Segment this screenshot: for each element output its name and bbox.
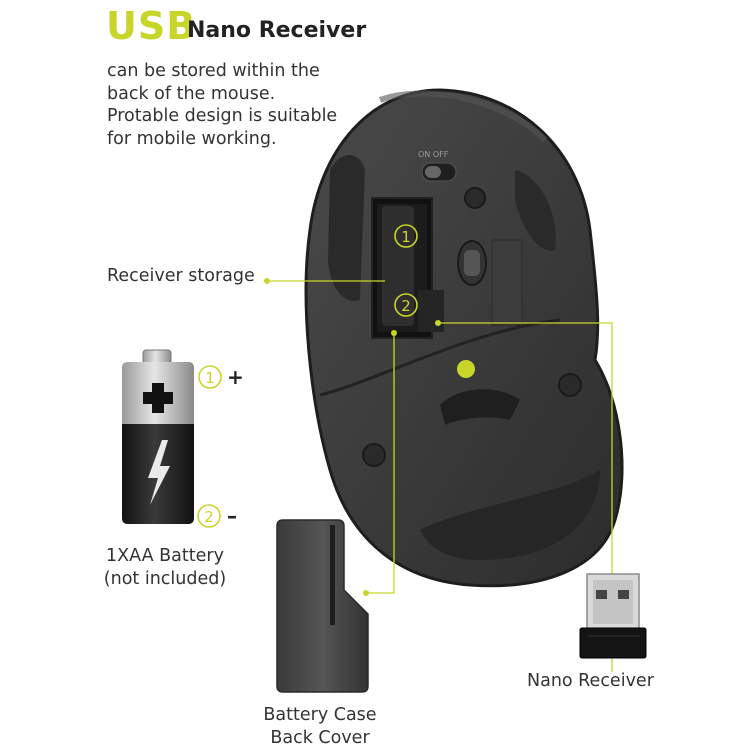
description-line: for mobile working.	[107, 128, 277, 149]
description: can be stored within the back of the mou…	[107, 60, 407, 150]
callout-dots	[264, 278, 441, 596]
svg-text:1: 1	[205, 369, 215, 387]
back-cover-label: Battery Case Back Cover	[230, 704, 410, 750]
mouse-bottom: ON OFF	[304, 88, 624, 588]
svg-text:2: 2	[401, 297, 411, 315]
nano-receiver-label: Nano Receiver	[527, 671, 654, 691]
nano-receiver-device	[579, 573, 647, 659]
battery-minus-sign: –	[227, 504, 237, 528]
title-usb: USB	[106, 4, 197, 48]
battery-label: 1XAA Battery (not included)	[0, 545, 330, 591]
description-line: can be stored within the	[107, 61, 320, 81]
marker-two-battery: 2	[197, 504, 221, 528]
callout-lines	[267, 280, 613, 672]
description-line: back of the mouse.	[107, 83, 276, 104]
aa-battery	[122, 349, 194, 524]
switch-label: ON OFF	[418, 150, 449, 159]
title-nano-receiver: Nano Receiver	[187, 18, 367, 43]
marker-one-battery: 1	[198, 365, 222, 389]
battery-plus-sign: +	[227, 365, 244, 389]
battery-label-line: (not included)	[103, 569, 227, 589]
battery-label-line: 1XAA Battery	[106, 546, 224, 566]
receiver-storage-label: Receiver storage	[107, 266, 255, 286]
marker-two-compartment: 2	[394, 293, 418, 317]
battery-back-cover	[276, 519, 369, 693]
back-cover-label-line: Battery Case	[263, 705, 377, 725]
svg-text:2: 2	[204, 508, 214, 526]
svg-text:1: 1	[401, 228, 411, 246]
description-line: Protable design is suitable	[107, 106, 338, 126]
marker-one-compartment: 1	[394, 224, 418, 248]
back-cover-label-line: Back Cover	[270, 728, 370, 748]
